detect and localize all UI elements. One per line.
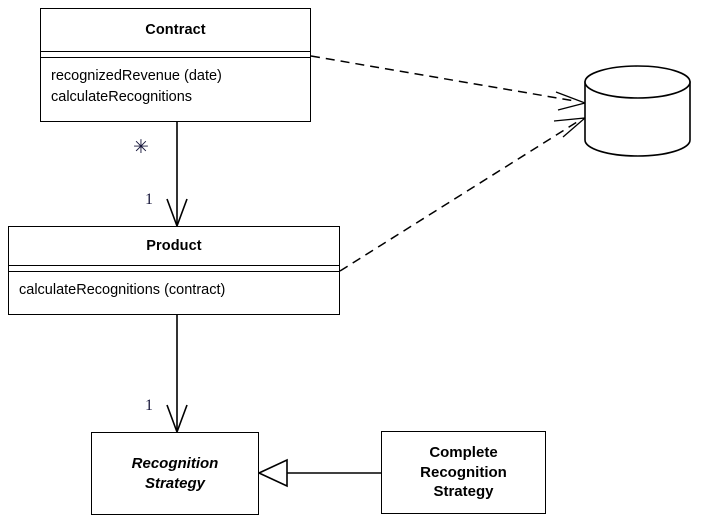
- class-name-line: Complete: [429, 443, 498, 461]
- association-product-strategy[interactable]: [166, 315, 188, 435]
- operations-compartment-product: calculateRecognitions (contract): [9, 272, 339, 314]
- attributes-compartment-contract: [41, 51, 310, 58]
- multiplicity-strategy-side: 1: [145, 397, 153, 414]
- cylinder-top-ellipse: [584, 65, 691, 99]
- dependency-contract-datastore[interactable]: [310, 55, 588, 111]
- class-box-contract[interactable]: Contract recognizedRevenue (date) calcul…: [40, 8, 311, 122]
- open-arrowhead-datastore-top: [555, 91, 588, 111]
- dependency-line-product: [339, 121, 578, 272]
- operation-item: calculateRecognitions: [51, 89, 193, 106]
- dependency-line-contract: [310, 55, 576, 102]
- class-name-recognition-strategy: Recognition Strategy: [132, 454, 219, 494]
- operations-compartment-contract: recognizedRevenue (date) calculateRecogn…: [41, 58, 310, 121]
- class-box-product[interactable]: Product calculateRecognitions (contract): [8, 226, 340, 315]
- attributes-compartment-product: [9, 265, 339, 272]
- generalization-complete-to-recognition[interactable]: [257, 458, 381, 488]
- operation-item: recognizedRevenue (date): [51, 68, 222, 84]
- class-name-complete-recognition-strategy: Complete Recognition Strategy: [420, 443, 507, 503]
- class-name-line: Strategy: [433, 483, 494, 501]
- multiplicity-contract-side: ✳: [133, 137, 149, 158]
- class-name-line: Strategy: [144, 474, 205, 492]
- dependency-product-datastore[interactable]: [339, 117, 587, 272]
- association-contract-product[interactable]: [166, 122, 188, 229]
- class-box-recognition-strategy[interactable]: Recognition Strategy: [91, 432, 259, 515]
- class-name-product: Product: [146, 238, 202, 254]
- multiplicity-product-side: 1: [145, 191, 153, 208]
- database-cylinder-icon[interactable]: [584, 65, 691, 157]
- class-name-contract: Contract: [145, 22, 206, 38]
- class-box-complete-recognition-strategy[interactable]: Complete Recognition Strategy: [381, 431, 546, 514]
- cylinder-body: [584, 81, 691, 157]
- operation-item: calculateRecognitions (contract): [19, 282, 226, 298]
- class-name-line: Recognition: [131, 454, 219, 472]
- class-name-line: Recognition: [420, 463, 507, 481]
- hollow-triangle-arrowhead: [257, 458, 288, 488]
